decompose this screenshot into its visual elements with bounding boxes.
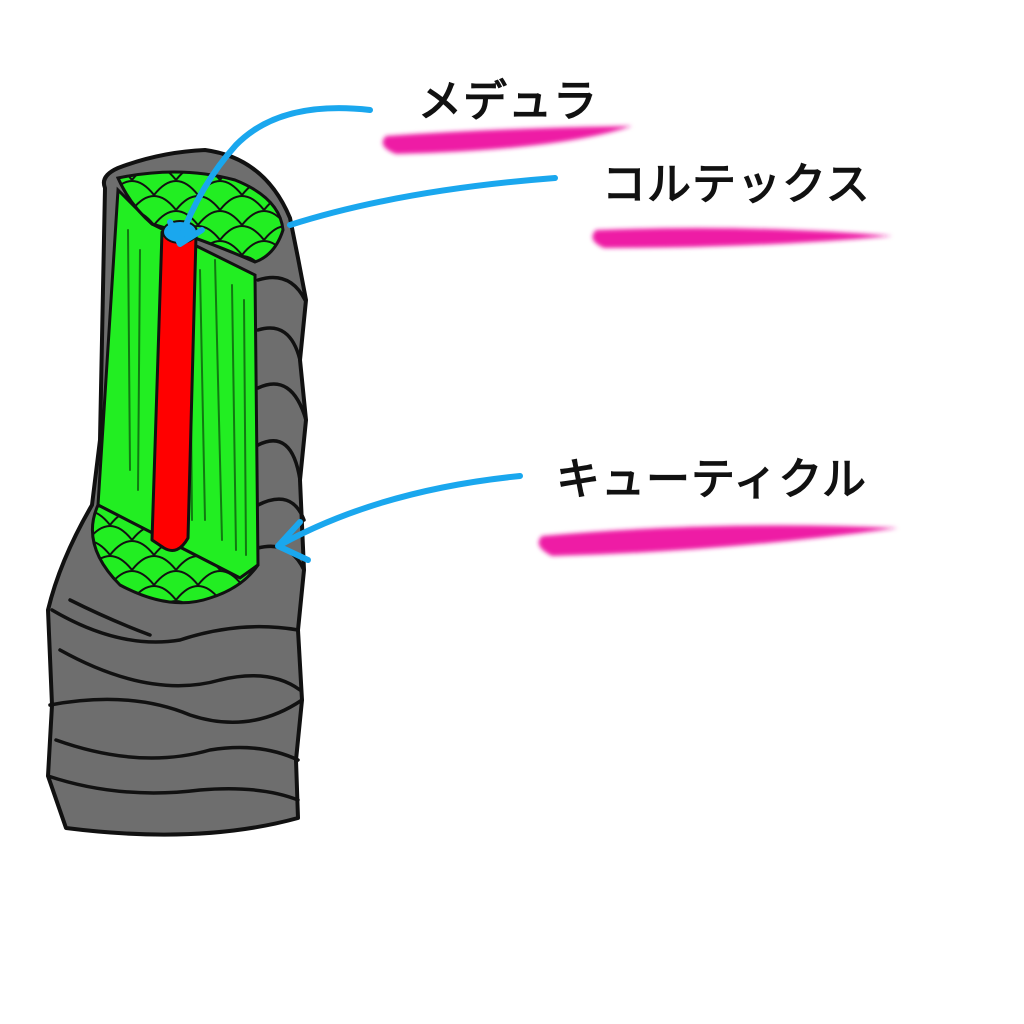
medulla-pointer-arrow: [167, 105, 373, 247]
label-underlines: [382, 126, 898, 556]
cuticle-label: キューティクル: [556, 454, 868, 505]
pointer-arrows: [167, 105, 558, 563]
cortex-pointer-arrow: [287, 175, 558, 228]
medulla-label: メデュラ: [418, 76, 598, 127]
cortex-underline: [592, 228, 892, 248]
medulla-underline: [382, 126, 632, 154]
cortex-label: コルテックス: [602, 159, 871, 210]
cuticle-underline: [538, 525, 898, 556]
cuticle-pointer-arrow: [275, 473, 523, 563]
